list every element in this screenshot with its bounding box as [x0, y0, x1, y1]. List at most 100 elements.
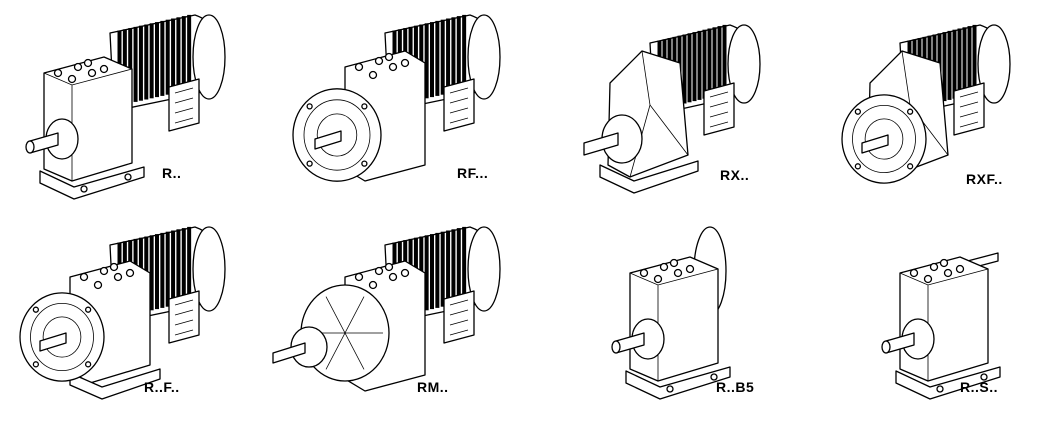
bolt [354, 62, 364, 72]
motor-fin [133, 26, 138, 102]
gear-motor-rdotf-drawing [19, 226, 226, 400]
flange-hole [906, 108, 914, 115]
product-rf: RF... [285, 5, 525, 205]
motor-fin [165, 231, 170, 307]
motor-fin [967, 26, 972, 96]
motor-fin [947, 30, 952, 100]
product-label: R..S.. [960, 379, 999, 395]
flange-spigot [864, 118, 904, 160]
mounting-foot [39, 166, 145, 200]
product-label: RXF.. [966, 171, 1003, 187]
mounting-foot [599, 160, 699, 194]
motor-fin [187, 226, 192, 302]
motor-fin [717, 26, 722, 96]
motor-fin [165, 19, 170, 95]
motor-fin [181, 16, 186, 92]
motor-fin [972, 24, 977, 94]
flange-hole [306, 160, 313, 167]
terminal-box [168, 78, 200, 132]
flange-hole [361, 160, 368, 167]
motor-fin [155, 234, 159, 310]
motor-fin [424, 23, 429, 99]
bolt [125, 268, 135, 278]
bolt [943, 268, 953, 278]
flange-spigot [42, 316, 82, 358]
bolt [87, 68, 97, 78]
product-rx: RX.. [570, 5, 810, 205]
motor-fin [435, 232, 440, 308]
bolt [374, 56, 384, 66]
terminal-box [443, 78, 475, 132]
motor-fin [692, 32, 697, 102]
motor-fin [722, 24, 727, 94]
motor-end-cap [467, 14, 501, 100]
bolt [384, 52, 394, 62]
flange-ring [303, 99, 371, 171]
motor-fin [462, 14, 467, 90]
terminal-box [168, 290, 200, 344]
motor-fin [456, 228, 461, 304]
motor-fin [138, 25, 143, 101]
flange-hole [84, 361, 92, 368]
terminal-box [953, 82, 985, 136]
output-shaft [861, 134, 889, 154]
bolt [388, 62, 398, 72]
mounting-foot [895, 366, 1001, 400]
terminal-box-ribs [174, 299, 194, 336]
bolt [93, 280, 103, 290]
bolt [673, 268, 683, 278]
bolt [939, 258, 949, 268]
product-label: RX.. [720, 167, 750, 183]
flange-hole [32, 361, 40, 368]
motor-fin [171, 18, 176, 94]
flange-hole [361, 103, 368, 110]
product-rs: R..S.. [860, 215, 1047, 415]
bolt [113, 272, 123, 282]
terminal-box-ribs [449, 299, 469, 336]
foot-hole [666, 385, 674, 393]
motor-fin [682, 34, 687, 104]
bolt [384, 262, 394, 272]
flange-hole [32, 306, 40, 313]
motor-fin [155, 22, 159, 98]
motor-fin [462, 226, 467, 302]
gear-motor-rf-drawing [292, 14, 501, 182]
motor-fin [962, 27, 967, 97]
foot-hole [710, 373, 718, 381]
motor-end-cap [727, 24, 761, 104]
gear-motor-rxf-drawing [841, 24, 1011, 184]
terminal-box-ribs [449, 87, 469, 124]
motor-fin [957, 28, 962, 98]
bolt [909, 268, 919, 278]
motor-fin [160, 20, 165, 96]
bolt [109, 262, 119, 272]
motor-fin [160, 232, 165, 308]
terminal-box-ribs [709, 91, 729, 128]
product-label: RM.. [417, 379, 449, 395]
product-r: R.. [10, 5, 250, 205]
product-label: RF... [457, 165, 489, 181]
shaft-end [881, 340, 891, 354]
bolt [354, 272, 364, 282]
shaft-end [25, 140, 35, 154]
motor-fin [942, 32, 947, 102]
foot-hole [80, 185, 88, 193]
bolt [639, 268, 649, 278]
product-label: R..B5 [716, 379, 755, 395]
motor-fin [712, 27, 717, 97]
output-shaft [583, 132, 619, 156]
motor-fin [430, 234, 434, 310]
motor-fin [697, 30, 702, 100]
bolt [73, 62, 83, 72]
motor-end-cap [192, 14, 226, 100]
motor-end-cap [977, 24, 1011, 104]
bolt [67, 74, 77, 84]
bolt [400, 268, 410, 278]
motor-fin [446, 18, 451, 94]
flange-spigot [316, 113, 358, 157]
motor-fin [171, 230, 176, 306]
bolt [374, 266, 384, 276]
motor-fin [687, 33, 692, 103]
gear-reducer-rb5-drawing [611, 226, 731, 400]
flange-rib [344, 332, 365, 370]
